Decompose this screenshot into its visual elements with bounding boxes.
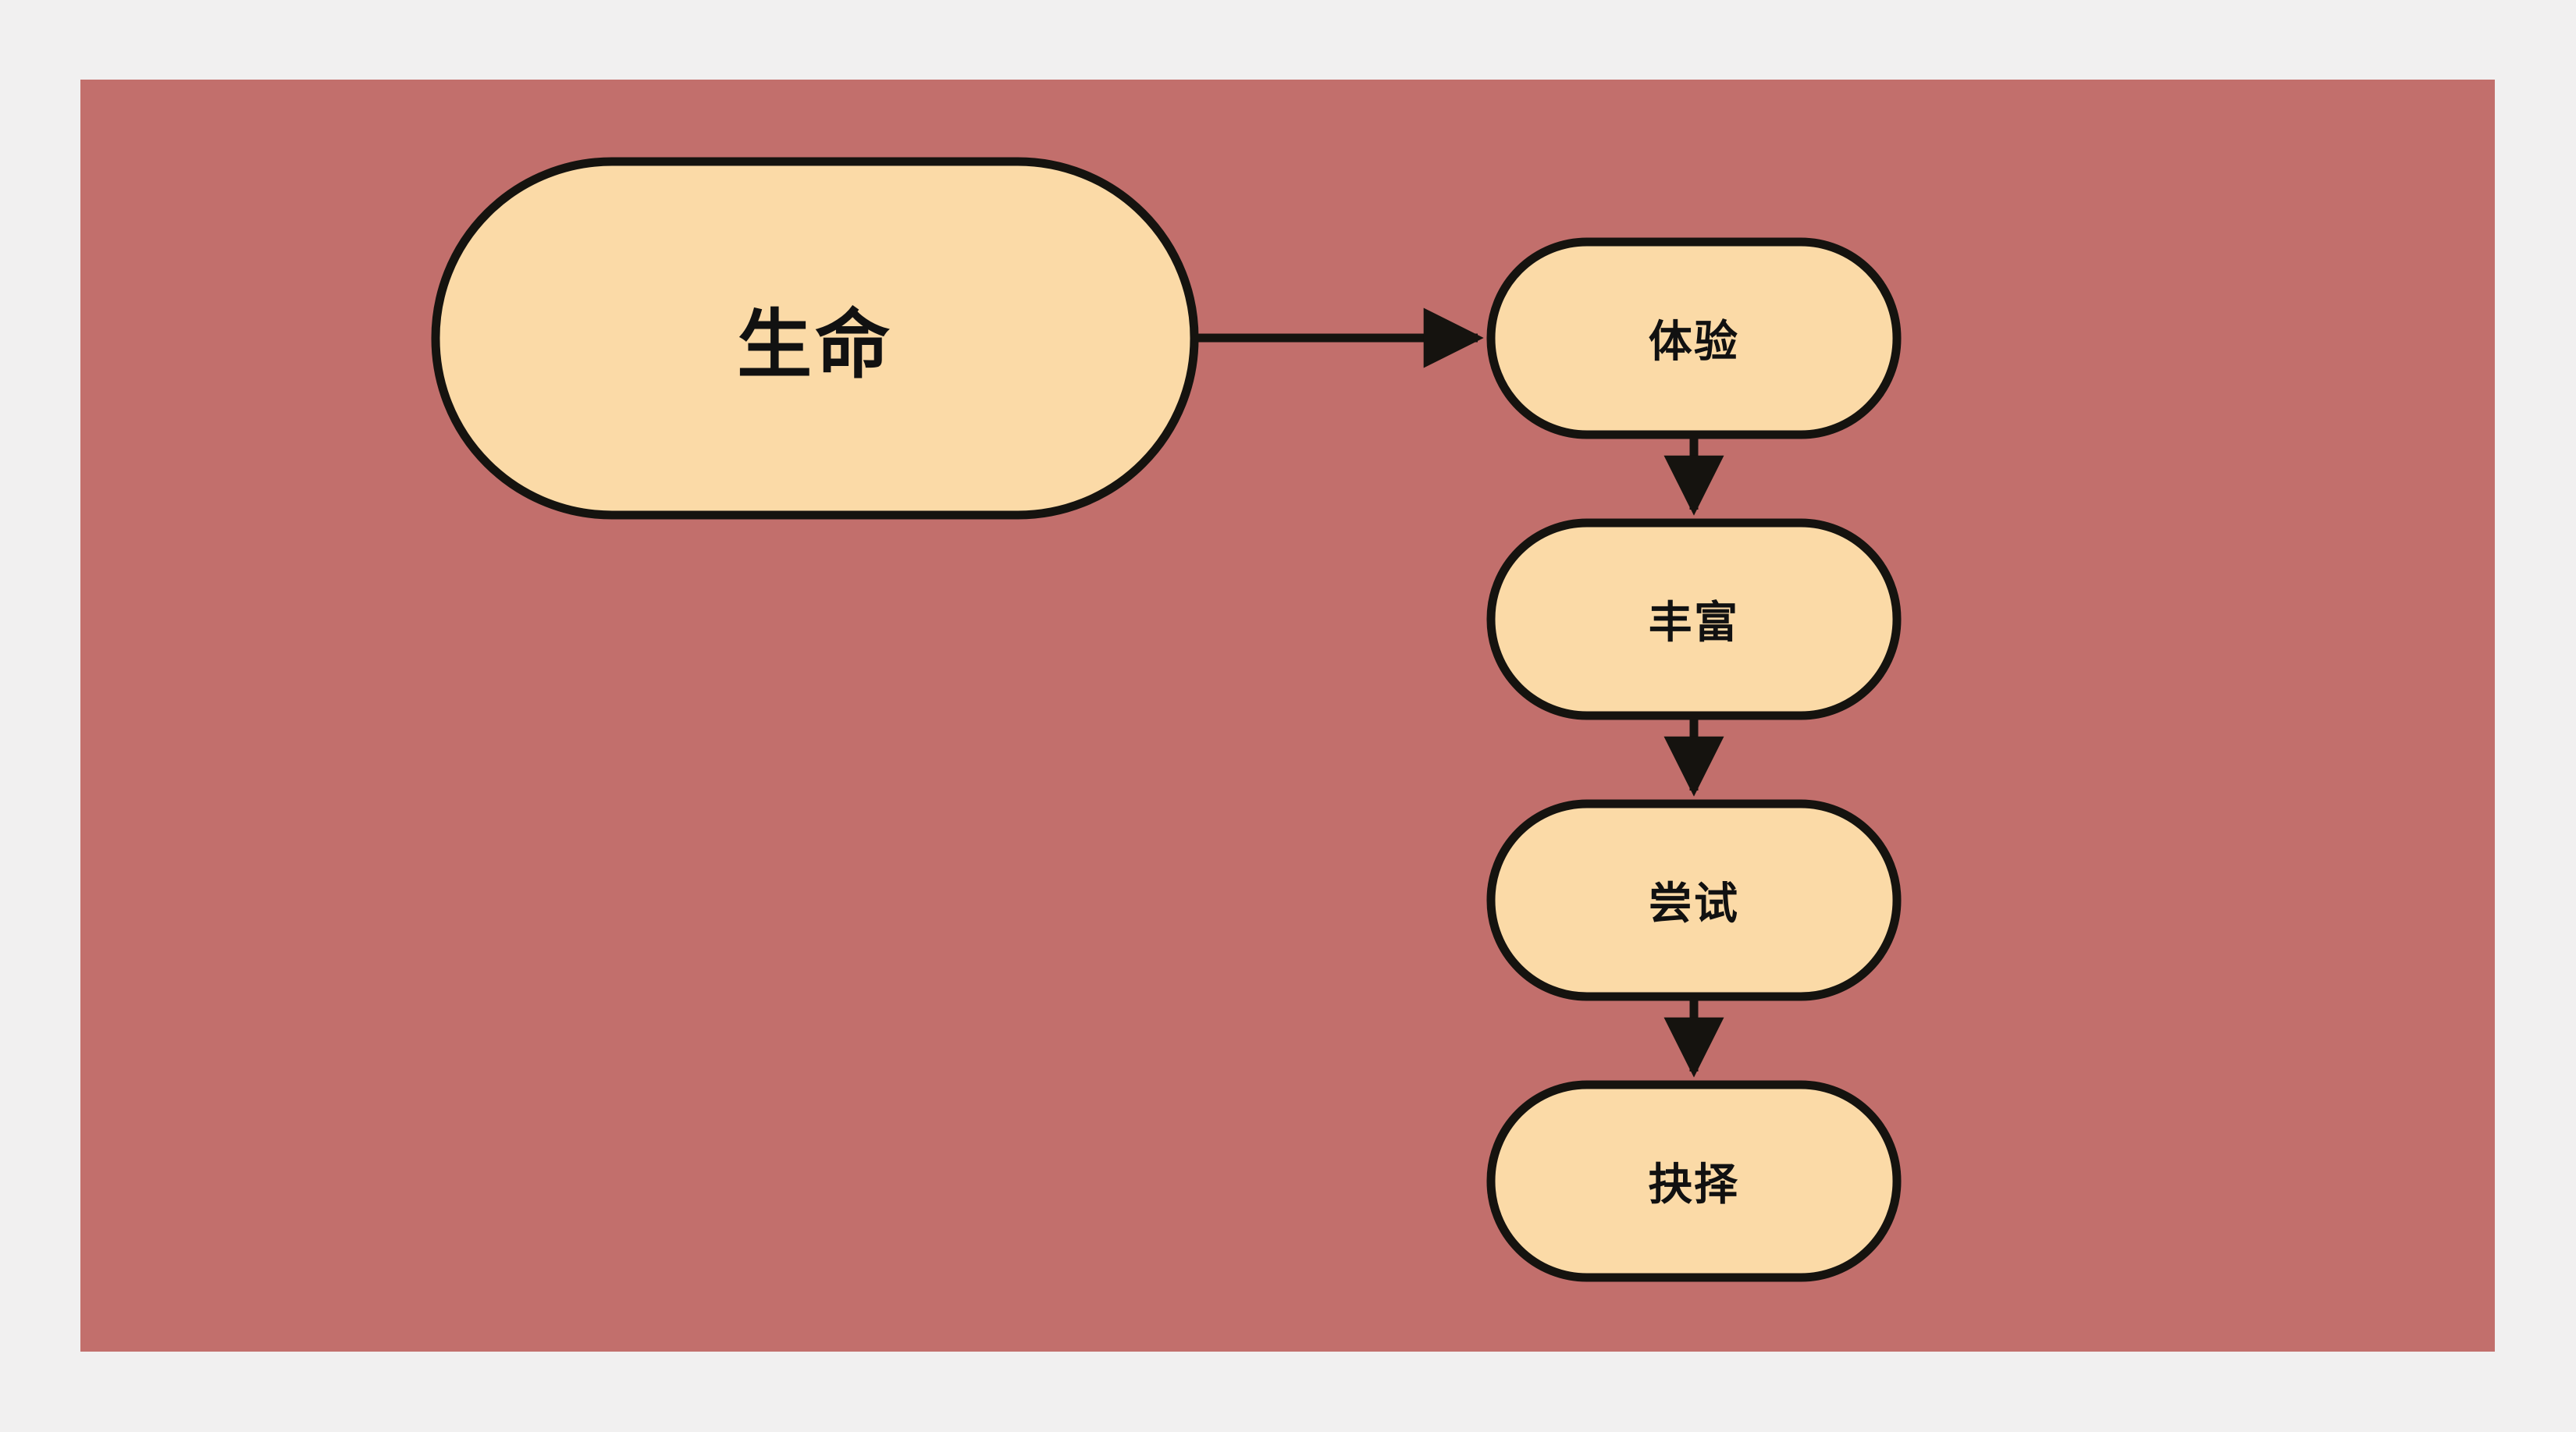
node-root-shape[interactable] xyxy=(431,157,1199,520)
node-step1-shape[interactable] xyxy=(1486,237,1902,439)
node-step4-shape[interactable] xyxy=(1486,1080,1902,1282)
node-step2-shape[interactable] xyxy=(1486,518,1902,720)
node-step3-shape[interactable] xyxy=(1486,799,1902,1001)
